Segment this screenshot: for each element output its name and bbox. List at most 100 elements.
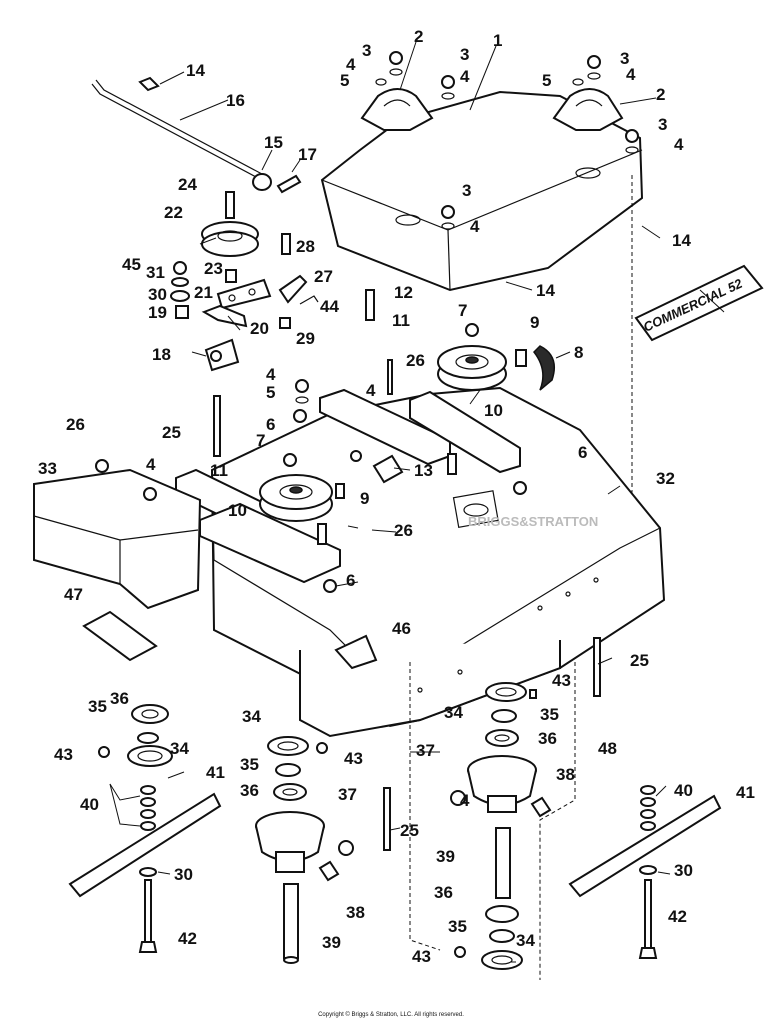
- caution-label: [82, 610, 158, 662]
- callout-label: 15: [264, 133, 283, 152]
- callout-label: 38: [556, 765, 575, 784]
- spindle-housing-center: [255, 736, 391, 964]
- callout-label: 26: [394, 521, 413, 540]
- callout-label: 7: [256, 431, 265, 450]
- callout-label: 34: [170, 739, 189, 758]
- callout-label: 22: [164, 203, 183, 222]
- callout-label: 5: [542, 71, 551, 90]
- callout-label: 8: [574, 343, 583, 362]
- callout-label: 39: [436, 847, 455, 866]
- callout-label: 3: [462, 181, 471, 200]
- callout-label: 10: [484, 401, 503, 420]
- callout-label: 40: [674, 781, 693, 800]
- callout-label: 35: [448, 917, 467, 936]
- callout-label: 40: [80, 795, 99, 814]
- callout-label: 3: [362, 41, 371, 60]
- callout-label: 36: [538, 729, 557, 748]
- callout-label: 19: [148, 303, 167, 322]
- callout-label: 11: [210, 461, 228, 480]
- callout-label: 17: [298, 145, 317, 164]
- callout-label: 43: [344, 749, 363, 768]
- spindle-stack-left: [68, 704, 222, 953]
- decal-text: COMMERCIAL 52: [641, 275, 745, 334]
- callout-label: 14: [536, 281, 555, 300]
- callout-label: 30: [674, 861, 693, 880]
- callout-label: 42: [668, 907, 687, 926]
- callout-label: 39: [322, 933, 341, 952]
- leader-lines: [109, 41, 725, 963]
- callout-label: 11: [392, 311, 410, 330]
- callout-label: 21: [194, 283, 213, 302]
- callout-label: 41: [736, 783, 755, 802]
- callout-label: 4: [460, 791, 470, 810]
- control-rod: [91, 76, 302, 194]
- callout-label: 34: [242, 707, 261, 726]
- callout-label: 46: [392, 619, 411, 638]
- belt-cover: [320, 90, 644, 600]
- callout-label: 31: [146, 263, 165, 282]
- callout-label: 41: [206, 763, 225, 782]
- deck-hardware: [95, 289, 527, 593]
- callout-label: 43: [54, 745, 73, 764]
- callout-label: 25: [162, 423, 181, 442]
- callout-label: 3: [620, 49, 629, 68]
- callout-label: 34: [516, 931, 535, 950]
- callout-label: 32: [656, 469, 675, 488]
- spindle-pulley-right: [437, 345, 507, 391]
- callout-label: 12: [394, 283, 413, 302]
- callout-label: 35: [240, 755, 259, 774]
- callout-label: 4: [346, 55, 356, 74]
- callout-label: 34: [444, 703, 463, 722]
- bracket-right: [552, 88, 624, 131]
- callout-label: 26: [406, 351, 425, 370]
- callout-label: 47: [64, 585, 83, 604]
- callout-label: 7: [458, 301, 467, 320]
- callout-label: 14: [672, 231, 691, 250]
- callout-label: 5: [266, 383, 275, 402]
- bracket-left: [360, 88, 434, 131]
- callout-label: 4: [266, 365, 276, 384]
- callout-label: 4: [470, 217, 480, 236]
- callout-label: 42: [178, 929, 197, 948]
- callout-label: 43: [412, 947, 431, 966]
- callout-label: 4: [366, 381, 376, 400]
- discharge-chute: [33, 468, 202, 610]
- callout-label: 2: [656, 85, 665, 104]
- callout-label: 3: [658, 115, 667, 134]
- idler-arm-assembly: [170, 233, 319, 372]
- callout-label: 10: [228, 501, 247, 520]
- callout-label: 27: [314, 267, 333, 286]
- callout-label: 35: [88, 697, 107, 716]
- callout-label: 6: [266, 415, 275, 434]
- callout-label: 6: [578, 443, 587, 462]
- callout-label: 13: [414, 461, 433, 480]
- callout-label: 26: [66, 415, 85, 434]
- callout-label: 20: [250, 319, 269, 338]
- callout-label: 3: [460, 45, 469, 64]
- callout-label: 9: [530, 313, 539, 332]
- callout-label: 18: [152, 345, 171, 364]
- callout-label: 25: [400, 821, 419, 840]
- deck-bracket-46: [334, 634, 378, 670]
- callout-label: 9: [360, 489, 369, 508]
- callout-label: 4: [146, 455, 156, 474]
- spindle-pulley-left: [259, 474, 333, 522]
- callout-label: 36: [110, 689, 129, 708]
- callout-label: 28: [296, 237, 315, 256]
- callout-label: 37: [338, 785, 357, 804]
- callout-label: 36: [434, 883, 453, 902]
- callout-label: 24: [178, 175, 197, 194]
- belt-segment: [533, 345, 555, 391]
- blade-right: [568, 785, 722, 959]
- callout-label: 25: [630, 651, 649, 670]
- callout-label: 30: [174, 865, 193, 884]
- callout-label: 38: [346, 903, 365, 922]
- callout-label: 36: [240, 781, 259, 800]
- idler-pulley-upper: [201, 191, 259, 257]
- callout-label: 44: [320, 297, 339, 316]
- callout-label: 45: [122, 255, 141, 274]
- callout-label: 33: [38, 459, 57, 478]
- callout-label: 4: [460, 67, 470, 86]
- callout-label: 37: [416, 741, 435, 760]
